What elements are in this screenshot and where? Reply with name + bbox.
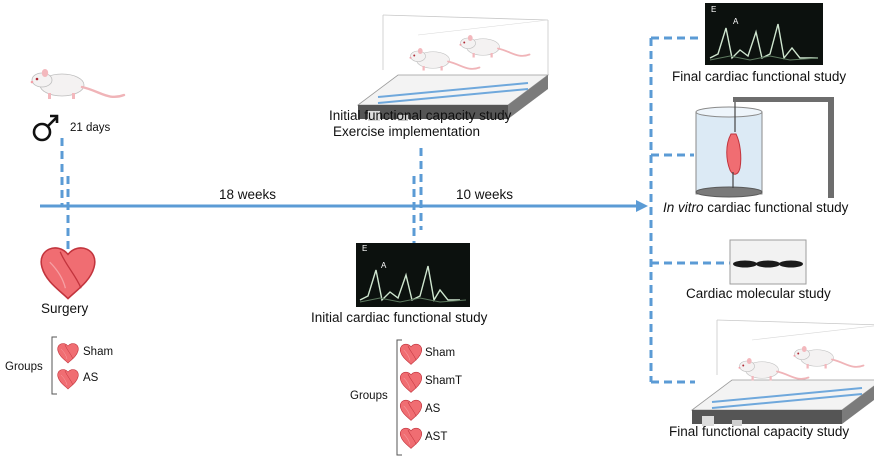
western-blot-icon <box>729 239 807 285</box>
echo-peak-a-initial: A <box>381 261 387 270</box>
middle-groups-bracket <box>396 339 402 456</box>
timeline-arrowhead <box>636 200 648 212</box>
mid-group-sham: Sham <box>425 347 456 359</box>
heart-icon-sham-left <box>57 343 79 364</box>
middle-groups-label: Groups <box>350 390 388 402</box>
treadmill-rats-icon-initial <box>357 14 549 122</box>
in-vitro-label: In vitro cardiac functional study <box>663 200 848 215</box>
left-groups-label: Groups <box>5 361 43 373</box>
mid-group-as: AS <box>425 403 441 415</box>
organ-bath-icon <box>695 97 834 198</box>
treadmill-rats-icon-final <box>691 319 874 427</box>
echo-peak-a-final: A <box>733 17 739 26</box>
heart-icon-sham-mid <box>399 343 423 365</box>
surgery-label: Surgery <box>41 301 89 316</box>
heart-icon-ast-mid <box>399 427 423 449</box>
interval-18-weeks: 18 weeks <box>219 187 277 202</box>
age-label: 21 days <box>70 122 111 134</box>
heart-icon-surgery <box>40 247 96 300</box>
initial-cardiac-label: Initial cardiac functional study <box>311 310 488 325</box>
heart-icon-shamt-mid <box>399 371 423 393</box>
final-cardiac-label: Final cardiac functional study <box>672 69 847 84</box>
left-groups-bracket <box>51 336 57 395</box>
in-vitro-prefix: In vitro <box>663 200 704 215</box>
final-capacity-label: Final functional capacity study <box>669 424 850 439</box>
molecular-label: Cardiac molecular study <box>686 286 831 301</box>
heart-icon-as-left <box>57 369 79 390</box>
echo-peak-e-final: E <box>711 5 717 14</box>
in-vitro-suffix: cardiac functional study <box>703 200 849 215</box>
left-group-sham: Sham <box>83 346 114 358</box>
left-group-as: AS <box>83 372 99 384</box>
mid-group-shamt: ShamT <box>425 375 463 387</box>
heart-icon-as-mid <box>399 399 423 421</box>
echo-trace-icon-final <box>705 3 823 65</box>
echo-trace-icon-initial <box>356 243 470 307</box>
rat-icon <box>29 67 126 101</box>
echo-peak-e-initial: E <box>362 244 368 253</box>
exercise-implementation-label: Exercise implementation <box>333 124 481 139</box>
initial-capacity-label: Initial functional capacity study <box>329 108 512 123</box>
mid-group-ast: AST <box>425 431 448 443</box>
interval-10-weeks: 10 weeks <box>456 187 514 202</box>
male-symbol-icon <box>32 114 59 142</box>
